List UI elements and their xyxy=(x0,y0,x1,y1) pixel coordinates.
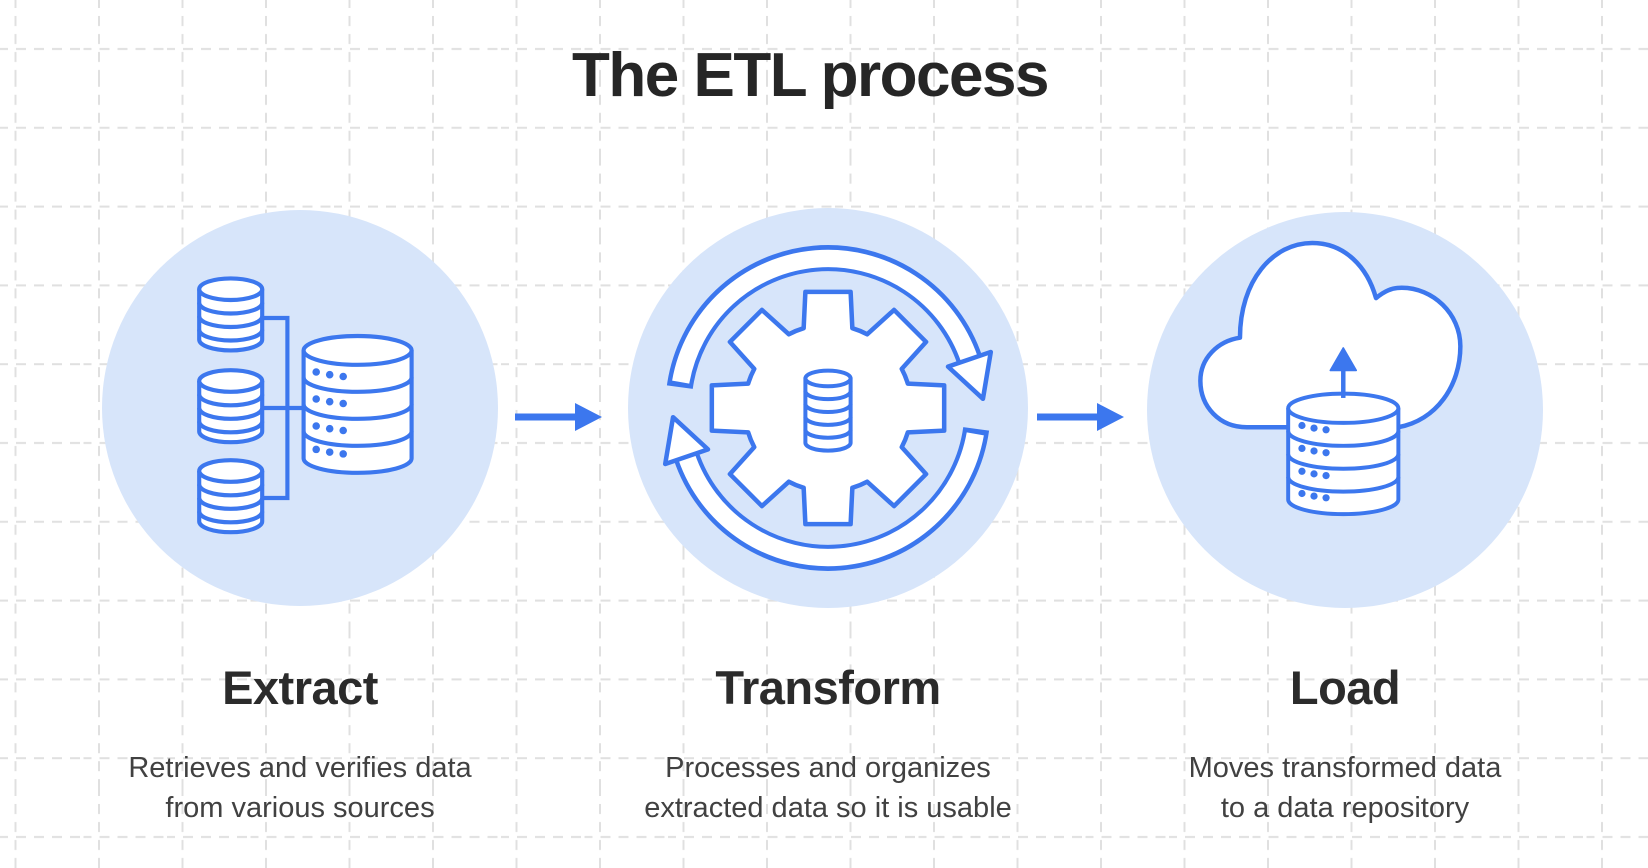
database-dots xyxy=(1298,421,1330,502)
extract-description: Retrieves and verifies data from various… xyxy=(128,752,472,824)
load-step-circle xyxy=(1147,212,1543,608)
cloud-shape xyxy=(1198,240,1463,430)
transform-label: Transform xyxy=(715,661,941,714)
transform-step-circle xyxy=(628,208,1028,608)
cloud-upload-database-icon xyxy=(1198,240,1463,517)
load-description: Moves transformed data to a data reposit… xyxy=(1188,752,1502,824)
extract-step-circle xyxy=(102,210,498,606)
database-dots xyxy=(312,368,347,458)
connector-lines xyxy=(262,315,304,501)
load-label: Load xyxy=(1289,661,1401,714)
source-database-cylinders xyxy=(199,278,262,532)
gear-database-cylinder xyxy=(803,368,853,453)
transform-description: Processes and organizes extracted data s… xyxy=(644,752,1012,824)
main-database-cylinder xyxy=(301,333,414,475)
gear-sync-arrows-icon xyxy=(662,245,994,571)
sync-arrows xyxy=(662,245,994,571)
page-title: The ETL process xyxy=(572,41,1049,110)
arrow-right-icon xyxy=(1037,403,1124,431)
databases-network-icon xyxy=(102,210,414,606)
upload-arrow xyxy=(1329,347,1358,398)
arrow-right-icon xyxy=(515,403,602,431)
repository-database-cylinder xyxy=(1286,391,1401,517)
extract-label: Extract xyxy=(222,661,378,714)
